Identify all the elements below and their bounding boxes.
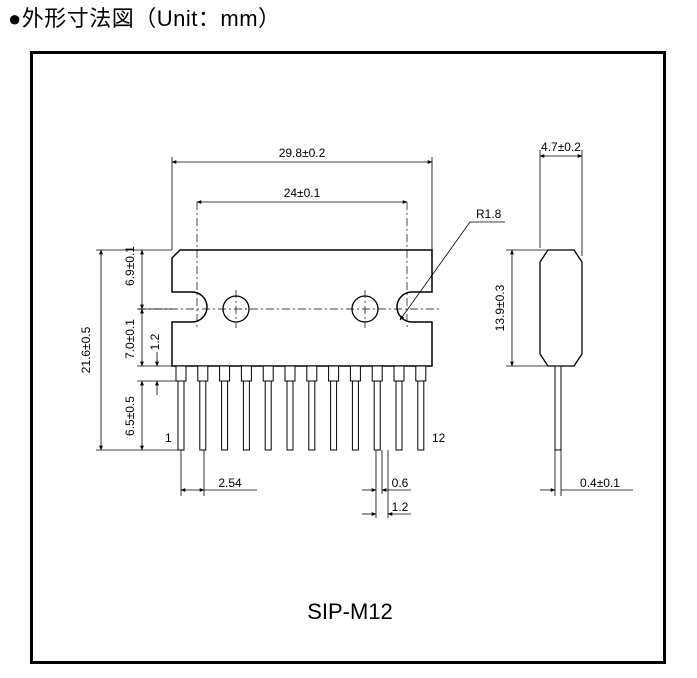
lead-pins <box>175 365 427 451</box>
package-name: SIP-M12 <box>307 599 393 624</box>
centerlines <box>138 202 440 328</box>
pin-12-label: 12 <box>432 431 446 445</box>
lead-pin <box>328 365 340 451</box>
drawing-frame <box>30 51 666 664</box>
lead-span-label: 1.2 <box>392 500 409 514</box>
lead-pin <box>262 365 274 451</box>
body-lower-height-label: 7.0±0.1 <box>123 319 137 359</box>
thickness-label: 4.7±0.2 <box>541 140 581 154</box>
lead-pin <box>175 365 187 451</box>
page-title: ●外形寸法図（Unit：mm） <box>8 6 281 31</box>
lead-pin <box>393 365 405 451</box>
total-width-label: 29.8±0.2 <box>279 146 326 160</box>
lead-length-label: 6.5±0.5 <box>123 396 137 436</box>
lead-width-label: 0.6 <box>392 476 409 490</box>
lead-pin <box>415 365 427 451</box>
lead-pin <box>349 365 361 451</box>
total-height-label: 21.6±0.5 <box>79 326 93 373</box>
dimension-lines <box>96 157 505 518</box>
lead-pin <box>371 365 383 451</box>
lead-pin <box>219 365 231 451</box>
lead-pin <box>240 365 252 451</box>
hole-pitch-label: 24±0.1 <box>284 186 321 200</box>
lead-pin <box>306 365 318 451</box>
package-body-outline <box>171 249 433 367</box>
step-label: 1.2 <box>148 333 162 350</box>
pin-1-label: 1 <box>165 431 172 445</box>
side-view-lead <box>554 365 562 451</box>
lead-thickness-label: 0.4±0.1 <box>580 476 620 490</box>
lead-pin <box>197 365 209 451</box>
lead-pitch-label: 2.54 <box>218 476 242 490</box>
radius-label: R1.8 <box>476 207 502 221</box>
side-dimension-lines <box>506 150 633 496</box>
upper-height-label: 6.9±0.1 <box>123 246 137 286</box>
lead-pin <box>284 365 296 451</box>
side-view-body <box>539 249 583 367</box>
side-height-label: 13.9±0.3 <box>493 284 507 331</box>
